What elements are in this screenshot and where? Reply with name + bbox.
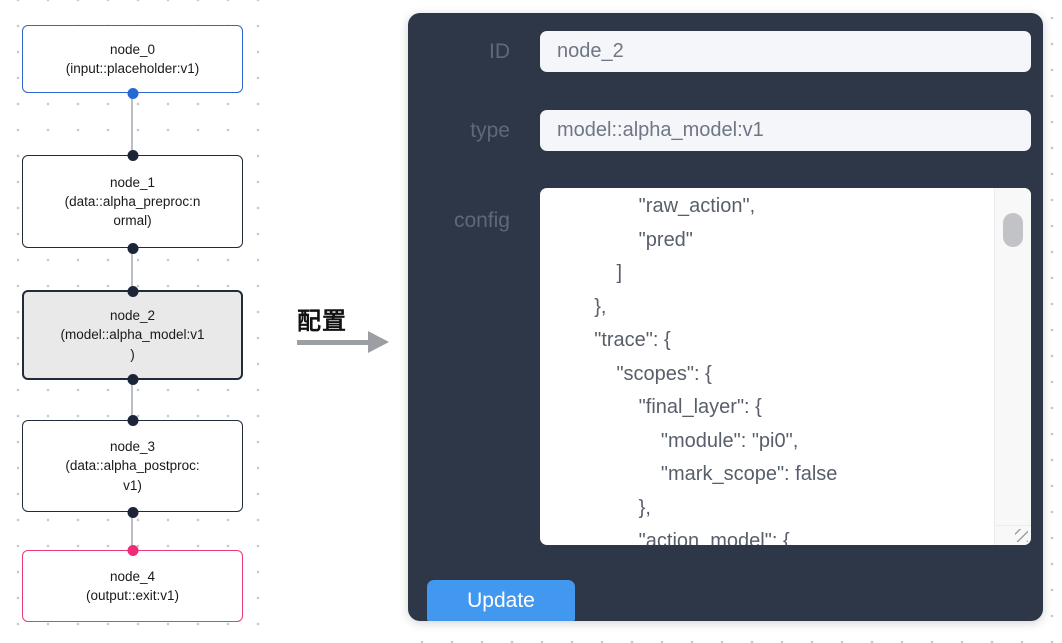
flow-node-node-0[interactable]: node_0 (input::placeholder:v1) <box>22 25 243 99</box>
node-title: node_0 <box>109 41 156 57</box>
resize-grip-icon[interactable] <box>1015 529 1028 542</box>
node-title: node_4 <box>109 568 156 584</box>
edge-connector <box>131 247 133 292</box>
input-port[interactable] <box>127 414 138 426</box>
output-port[interactable] <box>127 242 138 254</box>
id-label: ID <box>489 40 510 63</box>
scrollbar-thumb[interactable] <box>1003 213 1023 247</box>
node-type: (output::exit:v1) <box>85 588 180 603</box>
input-port[interactable] <box>127 544 138 556</box>
flow-node-node-2-selected[interactable]: node_2 (model::alpha_model:v1 ) <box>22 285 243 385</box>
configure-arrow-label: 配置 <box>297 308 347 335</box>
output-port[interactable] <box>127 506 138 518</box>
output-port[interactable] <box>127 373 138 385</box>
type-label: type <box>470 119 510 142</box>
scrollbar-corner <box>994 525 1031 545</box>
update-button[interactable]: Update <box>427 580 575 621</box>
node-title: node_2 <box>109 308 156 324</box>
right-arrow-icon <box>297 340 369 345</box>
type-input[interactable] <box>540 110 1031 151</box>
node-type: (input::placeholder:v1) <box>65 61 200 76</box>
node-type: (data::alpha_postproc: v1) <box>65 458 200 493</box>
config-textarea[interactable]: "raw_action", "pred" ] }, "trace": { "sc… <box>540 188 1031 545</box>
node-title: node_1 <box>109 174 156 190</box>
flow-node-node-3[interactable]: node_3 (data::alpha_postproc: v1) <box>22 414 243 518</box>
right-arrow-head-icon <box>368 331 389 353</box>
config-json-text: "raw_action", "pred" ] }, "trace": { "sc… <box>594 195 838 545</box>
edge-connector <box>131 511 133 552</box>
node-title: node_3 <box>109 439 156 455</box>
node-type: (data::alpha_preproc:n ormal) <box>64 193 201 229</box>
vertical-scrollbar[interactable] <box>994 188 1031 525</box>
flow-node-node-4[interactable]: node_4 (output::exit:v1) <box>22 544 243 622</box>
input-port[interactable] <box>127 285 138 297</box>
node-type: (model::alpha_model:v1 ) <box>60 327 205 362</box>
id-input[interactable] <box>540 31 1031 72</box>
input-port[interactable] <box>127 149 138 161</box>
edge-connector <box>131 93 133 157</box>
edge-connector <box>131 379 133 422</box>
node-config-panel: ID type config "raw_action", "pred" ] },… <box>408 13 1043 621</box>
output-port[interactable] <box>127 87 138 99</box>
config-label: config <box>453 209 510 232</box>
flow-node-node-1[interactable]: node_1 (data::alpha_preproc:n ormal) <box>22 149 243 254</box>
